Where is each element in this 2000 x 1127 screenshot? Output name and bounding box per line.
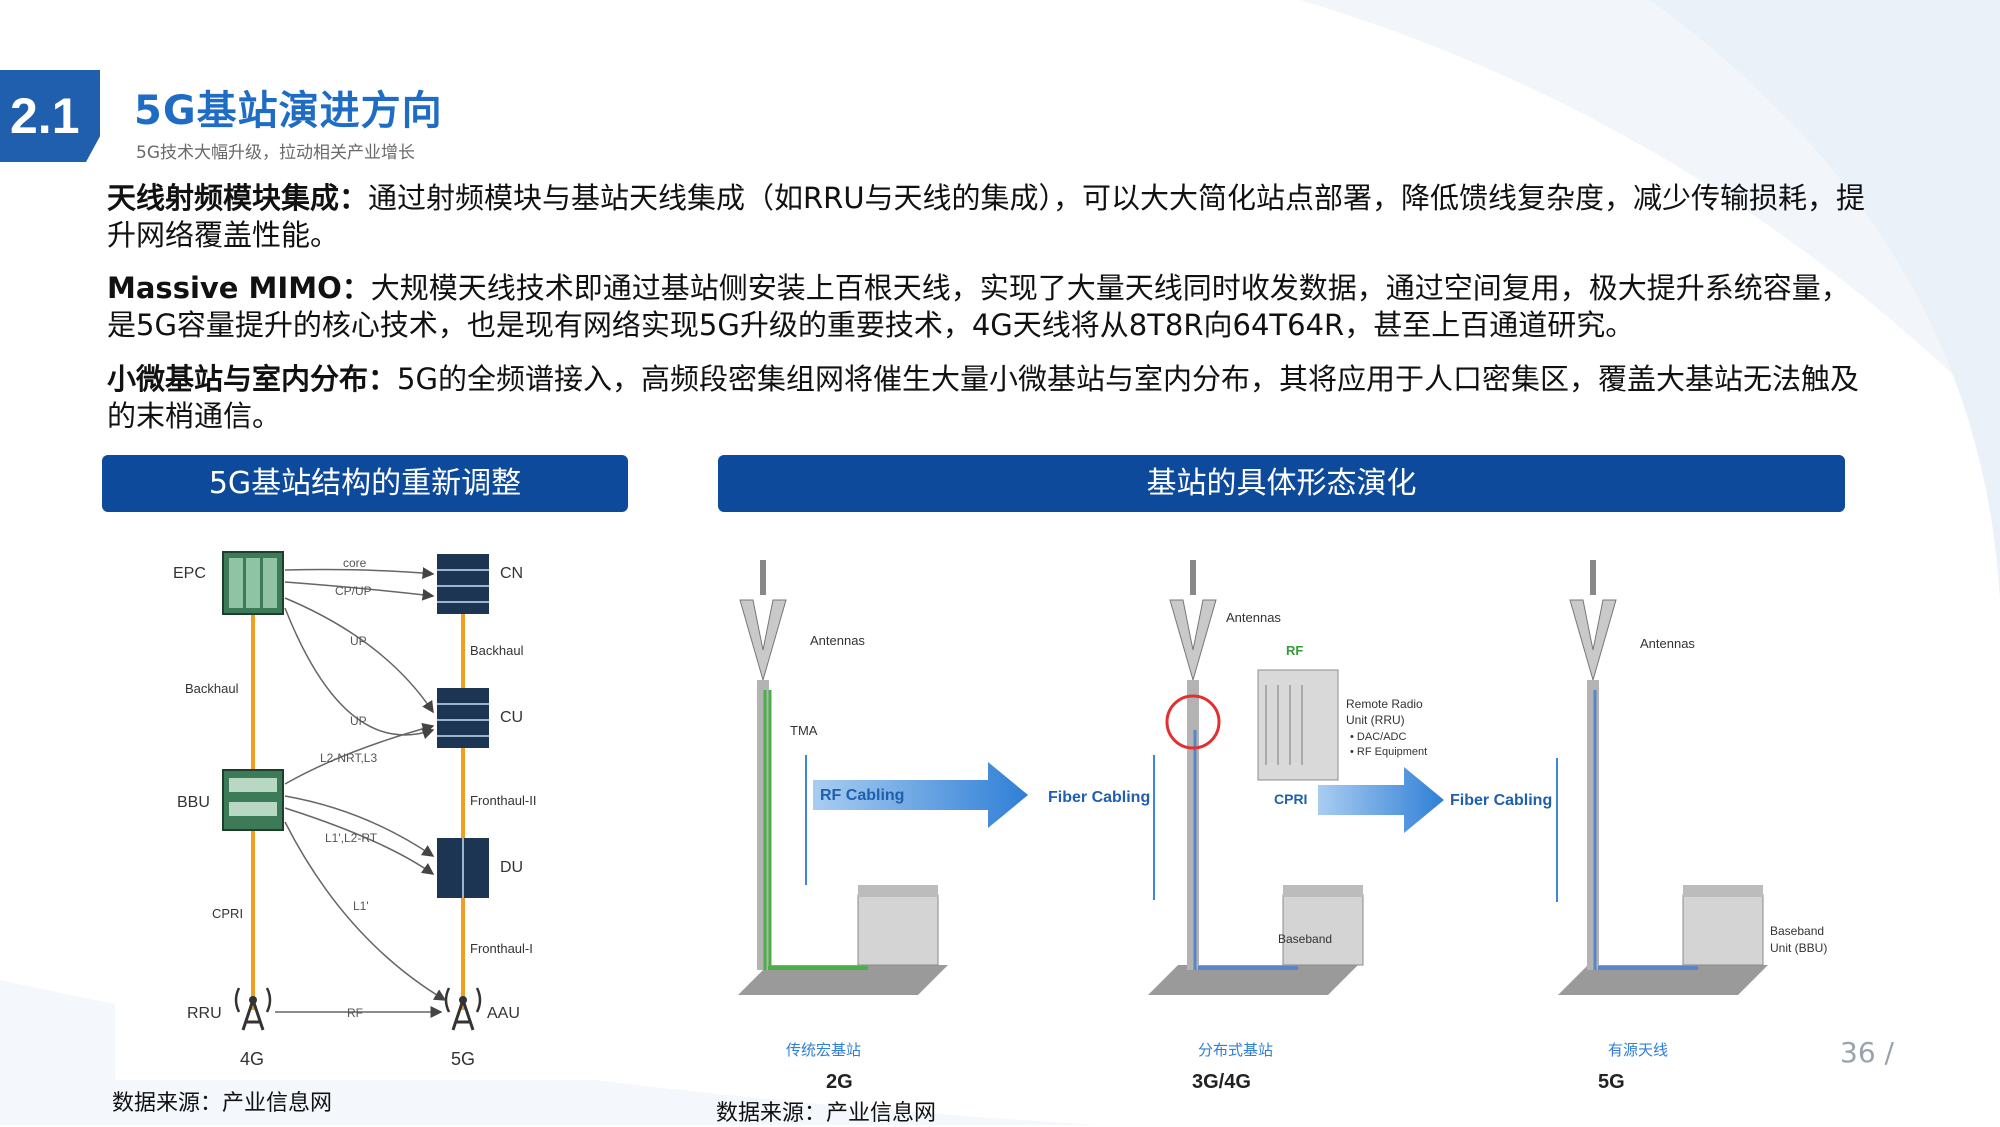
column-label-5g: 5G	[451, 1049, 475, 1069]
cu-node-icon	[437, 688, 489, 748]
paragraph-text: 大规模天线技术即通过基站侧安装上百根天线，实现了大量天线同时收发数据，通过空间复…	[107, 271, 1850, 342]
fiber-cabling-arrow	[1318, 767, 1444, 833]
epc-node-icon	[222, 551, 284, 615]
cn-node-icon	[437, 554, 489, 614]
rf-cabling-arrow	[813, 762, 1028, 828]
column-label-4g: 4G	[240, 1049, 264, 1069]
label-bbu-stage2-line1: Baseband	[1278, 932, 1332, 946]
left-source-note: 数据来源：产业信息网	[112, 1091, 333, 1116]
architecture-diagram: EPC BBU RRU CN CU DU AAU Backhaul CPRI B…	[115, 540, 625, 1080]
stage-gen-1: 2G	[826, 1071, 853, 1093]
link-label-fronthaul-ii: Fronthaul-II	[470, 793, 536, 808]
link-label-backhaul-left: Backhaul	[185, 681, 239, 696]
node-label-bbu: BBU	[177, 794, 210, 811]
label-cpri: CPRI	[1274, 791, 1307, 807]
label-rf-cabling: RF Cabling	[820, 787, 904, 804]
stage3-tower-icon	[1558, 560, 1768, 995]
flow-label-l1-l2-rt: L1',L2-RT	[325, 831, 378, 845]
flow-label-l1: L1'	[353, 899, 369, 913]
bbu-node-icon	[222, 769, 284, 831]
label-bbu-line2: Unit (BBU)	[1770, 941, 1827, 955]
architecture-diagram-svg: EPC BBU RRU CN CU DU AAU Backhaul CPRI B…	[173, 551, 536, 1069]
section-number-badge: 2.1	[0, 70, 100, 162]
label-rru-title: Remote Radio	[1346, 697, 1423, 711]
link-label-backhaul-right: Backhaul	[470, 643, 524, 658]
label-fiber-cabling-2: Fiber Cabling	[1450, 792, 1552, 809]
label-rru-title2: Unit (RRU)	[1346, 713, 1405, 727]
stage-name-3: 有源天线	[1608, 1042, 1668, 1059]
paragraph-massive-mimo: Massive MIMO：大规模天线技术即通过基站侧安装上百根天线，实现了大量天…	[107, 270, 1867, 344]
flow-label-core: core	[343, 556, 367, 570]
evolution-diagram-svg: Antennas TMA RF Cabling Fiber Cabling An…	[738, 560, 1827, 1093]
rru-antenna-icon	[234, 987, 272, 1031]
node-label-epc: EPC	[173, 565, 206, 582]
page-title: 5G基站演进方向	[134, 88, 443, 134]
label-antennas-stage2: Antennas	[1226, 610, 1281, 625]
label-antennas-stage1: Antennas	[810, 633, 865, 648]
right-source-note: 数据来源：产业信息网	[716, 1101, 937, 1126]
node-label-cu: CU	[500, 709, 523, 726]
label-rru-item2: • RF Equipment	[1350, 746, 1427, 758]
node-label-du: DU	[500, 859, 523, 876]
label-rf: RF	[1286, 643, 1303, 658]
label-antennas-stage3: Antennas	[1640, 636, 1695, 651]
label-fiber-cabling-1: Fiber Cabling	[1048, 789, 1150, 806]
flow-arrows	[275, 567, 447, 1018]
node-label-rru: RRU	[187, 1005, 222, 1022]
paragraph-lead: 天线射频模块集成：	[107, 181, 369, 215]
flow-label-up-1: UP	[350, 634, 367, 648]
paragraph-small-cell: 小微基站与室内分布：5G的全频谱接入，高频段密集组网将催生大量小微基站与室内分布…	[107, 361, 1867, 435]
du-node-icon	[437, 838, 489, 898]
evolution-diagram: Antennas TMA RF Cabling Fiber Cabling An…	[718, 540, 1845, 1095]
stage-name-1: 传统宏基站	[786, 1042, 861, 1059]
stage1-tower-icon	[738, 560, 948, 995]
label-rru-item1: • DAC/ADC	[1350, 731, 1406, 743]
paragraph-lead: Massive MIMO：	[107, 271, 371, 305]
node-label-cn: CN	[500, 565, 523, 582]
stage-gen-3: 5G	[1598, 1071, 1625, 1093]
page-subtitle: 5G技术大幅升级，拉动相关产业增长	[136, 143, 415, 163]
stage-gen-2: 3G/4G	[1192, 1071, 1251, 1093]
stage2-tower-icon	[1148, 560, 1364, 995]
link-label-cpri: CPRI	[212, 906, 243, 921]
paragraph-text: 通过射频模块与基站天线集成（如RRU与天线的集成），可以大大简化站点部署，降低馈…	[107, 181, 1866, 252]
label-tma: TMA	[790, 723, 818, 738]
section-number: 2.1	[10, 88, 80, 144]
rru-device-icon	[1257, 669, 1339, 781]
flow-label-cp-up: CP/UP	[335, 584, 372, 598]
paragraph-lead: 小微基站与室内分布：	[107, 362, 398, 396]
paragraph-text: 5G的全频谱接入，高频段密集组网将催生大量小微基站与室内分布，其将应用于人口密集…	[107, 362, 1859, 433]
right-panel-title-bar: 基站的具体形态演化	[718, 455, 1845, 512]
paragraph-antenna-rf: 天线射频模块集成：通过射频模块与基站天线集成（如RRU与天线的集成），可以大大简…	[107, 180, 1867, 254]
flow-label-rf: RF	[347, 1006, 363, 1020]
node-label-aau: AAU	[487, 1005, 520, 1022]
flow-label-up-2: UP	[350, 714, 367, 728]
page-number: 36 /	[1840, 1036, 1894, 1069]
flow-label-l2-nrt: L2-NRT,L3	[320, 751, 377, 765]
label-bbu-line1: Baseband	[1770, 924, 1824, 938]
link-label-fronthaul-i: Fronthaul-I	[470, 941, 533, 956]
stage-name-2: 分布式基站	[1198, 1042, 1273, 1059]
left-panel-title-bar: 5G基站结构的重新调整	[102, 455, 628, 512]
